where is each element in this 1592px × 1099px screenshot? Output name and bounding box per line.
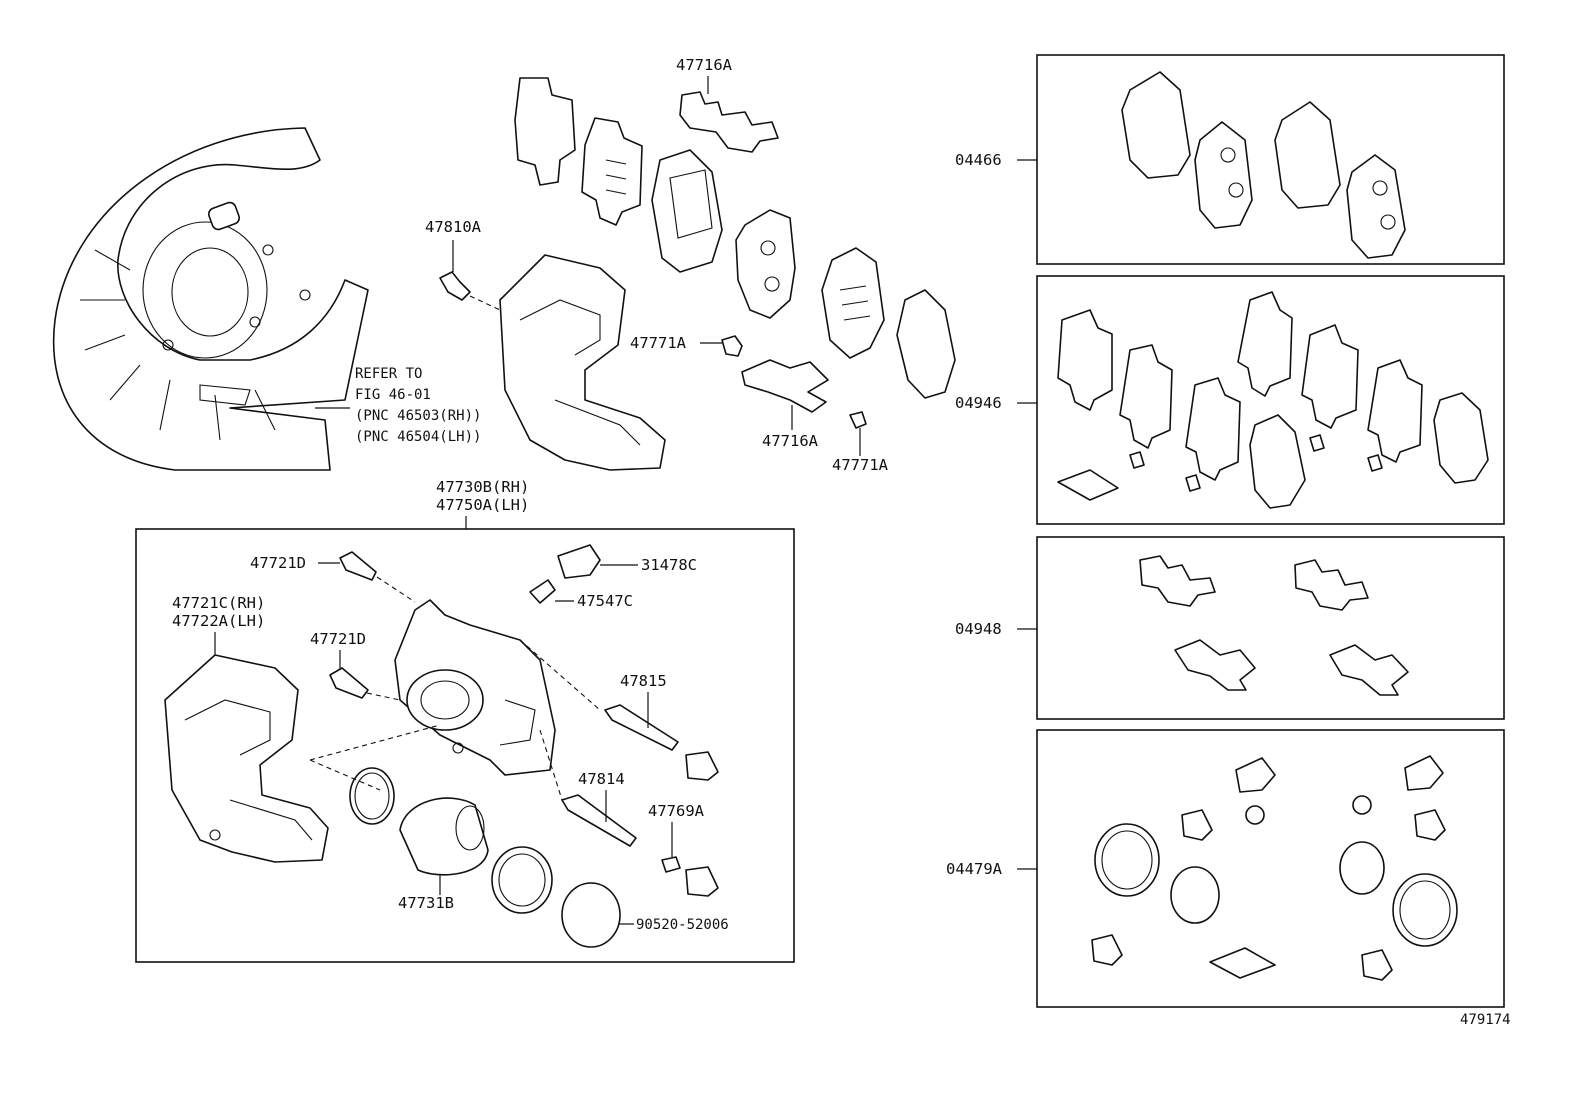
- label-47730B: 47730B(RH): [436, 478, 529, 496]
- dust-cover: [52, 127, 369, 471]
- label-04946: 04946: [955, 394, 1002, 412]
- label-04948: 04948: [955, 620, 1002, 638]
- svg-text:REFER TO: REFER TO: [355, 366, 422, 382]
- label-47721D-top: 47721D: [250, 554, 306, 572]
- svg-text:FIG 46-01: FIG 46-01: [355, 387, 431, 403]
- label-47547C: 47547C: [577, 592, 633, 610]
- label-47731B: 47731B: [398, 894, 454, 912]
- label-47716A-mid: 47716A: [762, 432, 819, 450]
- label-47721C: 47721C(RH): [172, 594, 265, 612]
- kit-box-04946: [1036, 275, 1505, 525]
- label-04479A: 04479A: [946, 860, 1003, 878]
- label-47771A-mid: 47771A: [832, 456, 889, 474]
- label-47814: 47814: [578, 770, 625, 788]
- kit-04466-parts: [1121, 71, 1406, 259]
- clips-mid: [721, 335, 867, 429]
- svg-text:(PNC 46503(RH)): (PNC 46503(RH)): [355, 408, 481, 424]
- caliper-mounting: [439, 254, 666, 471]
- svg-text:(PNC 46504(LH)): (PNC 46504(LH)): [355, 429, 481, 445]
- label-47722A: 47722A(LH): [172, 612, 265, 630]
- kit-04479A-parts: [1091, 755, 1458, 981]
- label-47769A: 47769A: [648, 802, 705, 820]
- label-04466: 04466: [955, 151, 1002, 169]
- kit-box-04948: [1036, 536, 1505, 720]
- diagram-id: 479174: [1460, 1012, 1511, 1028]
- label-47815: 47815: [620, 672, 667, 690]
- kit-04948-parts: [1139, 555, 1409, 696]
- label-31478C: 31478C: [641, 556, 697, 574]
- label-47771A-left: 47771A: [630, 334, 687, 352]
- label-47750A: 47750A(LH): [436, 496, 529, 514]
- caliper-assembly-parts: [164, 544, 719, 948]
- label-47721D-mid: 47721D: [310, 630, 366, 648]
- label-47716A-top: 47716A: [676, 56, 733, 74]
- kit-box-04466: [1036, 54, 1505, 265]
- pad-shim-row: [514, 77, 956, 399]
- refer-note: REFER TO FIG 46-01 (PNC 46503(RH)) (PNC …: [355, 366, 481, 445]
- caliper-assembly-box: [135, 528, 795, 963]
- label-90520: 90520-52006: [636, 917, 729, 933]
- label-47810A: 47810A: [425, 218, 482, 236]
- kit-04946-parts: [1057, 291, 1489, 509]
